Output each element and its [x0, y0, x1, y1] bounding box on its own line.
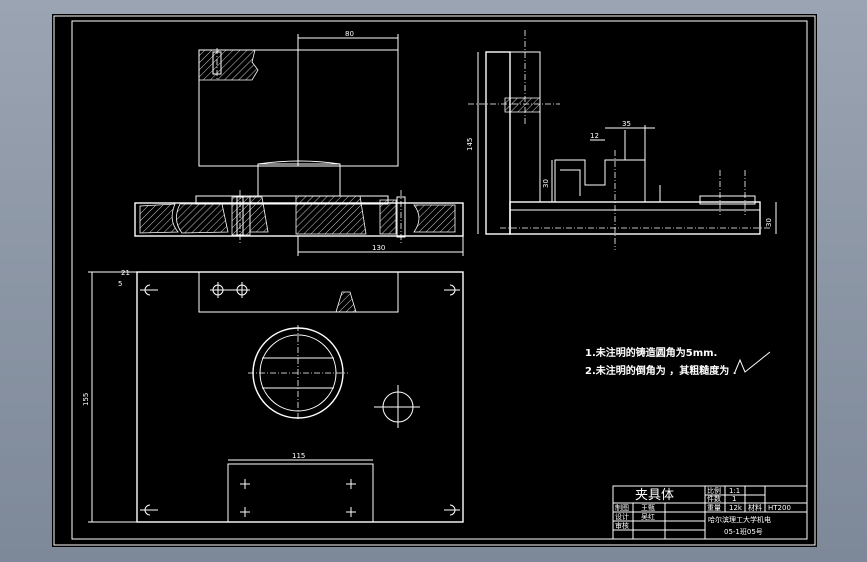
- dim-plan-width: 115: [292, 452, 305, 460]
- tb-part-name: 夹具体: [635, 488, 674, 503]
- tb-weight-label: 重量: [707, 504, 721, 512]
- tb-scale-value: 1:1: [729, 487, 740, 495]
- front-view: 80 130: [134, 30, 464, 256]
- dim-plan-small-a: 5: [118, 280, 122, 288]
- dim-plan-height: 155: [82, 393, 90, 406]
- dim-top-width: 80: [345, 30, 354, 38]
- note-line-1: 1.未注明的铸造圆角为5mm.: [585, 346, 717, 359]
- outer-border: [53, 15, 816, 546]
- tb-drawn-label: 制图: [615, 503, 629, 512]
- dim-side-w2: 35: [622, 120, 631, 128]
- tb-design-name: 吴红: [641, 512, 655, 521]
- tech-notes: 1.未注明的铸造圆角为5mm. 2.未注明的倒角为 ，其粗糙度为 .: [585, 346, 771, 377]
- dim-base-width: 130: [372, 244, 385, 252]
- dim-side-w1: 12: [590, 132, 599, 140]
- dim-plan-small-b: 21: [121, 269, 130, 277]
- dim-side-h1: 30: [542, 179, 550, 188]
- tb-design-label: 设计: [615, 512, 629, 521]
- tb-drawn-name: 王甄: [641, 504, 655, 512]
- inner-border: [71, 20, 808, 540]
- note-line-2: 2.未注明的倒角为 ，其粗糙度为 .: [585, 364, 737, 377]
- tb-school: 哈尔滨理工大学机电: [708, 515, 771, 524]
- tb-class-id: 05-1班05号: [724, 527, 763, 536]
- tb-qty-value: 1: [732, 495, 736, 503]
- tb-qty-label: 件数: [707, 494, 721, 503]
- plan-view: 155 115 5 21: [82, 269, 464, 523]
- title-block: 夹具体 比例 1:1 件数 1 重量 12k 材料 HT200 制图 王甄 设计…: [612, 485, 808, 540]
- dim-side-h2: 30: [765, 218, 773, 227]
- roughness-symbol: [734, 351, 771, 373]
- side-view: 12 35 145 30 30: [466, 30, 777, 250]
- tb-check-label: 审核: [615, 521, 629, 530]
- dim-side-height: 145: [466, 138, 474, 151]
- tb-scale-label: 比例: [707, 486, 721, 495]
- tb-sheet-info: 12k: [729, 504, 743, 512]
- tb-material-label: 材料: [748, 503, 762, 512]
- tb-material-value: HT200: [768, 504, 791, 512]
- drawing-sheet: [52, 14, 817, 547]
